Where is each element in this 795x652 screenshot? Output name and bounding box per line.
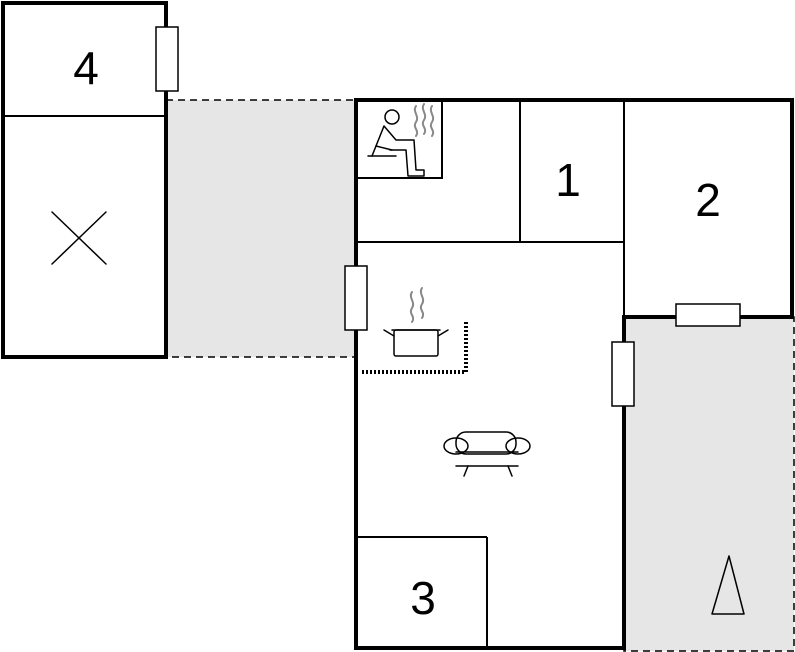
kitchen-counter: [362, 322, 468, 374]
terrace-right: [623, 316, 795, 652]
room-4-label: 4: [73, 42, 99, 94]
sauna-icon: [367, 103, 435, 177]
sofa-icon: [443, 431, 531, 477]
annex-door: [155, 26, 179, 92]
annex-building: [1, 1, 168, 359]
cooking-pot-icon: [383, 287, 449, 357]
room-3-label: 3: [410, 572, 436, 624]
tent-icon: [711, 555, 745, 615]
terrace-left: [165, 99, 357, 358]
sauna-box: [355, 99, 443, 179]
room-1-label: 1: [555, 154, 581, 206]
cross-icon: [51, 211, 107, 265]
kitchen-door-left: [344, 265, 368, 331]
room-2-label: 2: [695, 174, 721, 226]
living-door-right: [611, 341, 635, 407]
room-2-door: [675, 303, 741, 327]
